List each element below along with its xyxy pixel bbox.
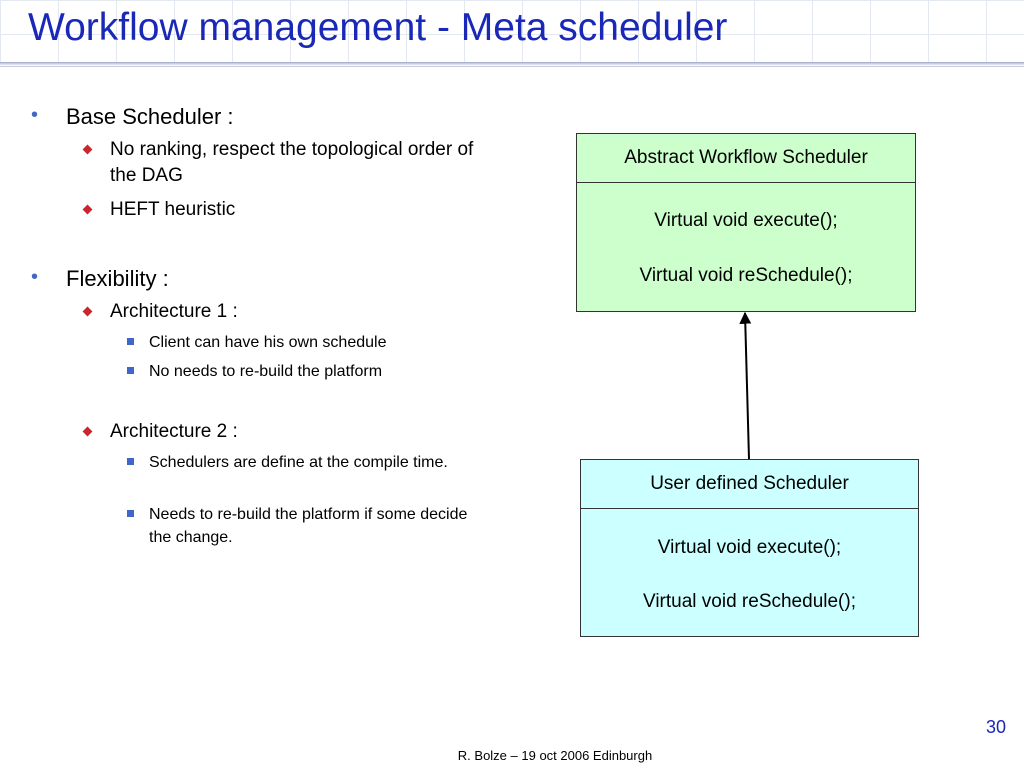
item-client-schedule: Client can have his own schedule — [149, 334, 387, 351]
abstract-scheduler-class-name: Abstract Workflow Scheduler — [577, 134, 915, 183]
footer-text: R. Bolze – 19 oct 2006 Edinburgh — [457, 748, 653, 763]
header-grid-background — [0, 0, 1024, 62]
item-rebuild-needed: Needs to re-build the platform if some d… — [149, 506, 468, 546]
abstract-method-reschedule: Virtual void reSchedule(); — [639, 265, 853, 286]
sub-bullet-architecture-1: Architecture 1 : — [110, 301, 238, 322]
title-underline-thin — [0, 66, 1024, 67]
abstract-method-execute: Virtual void execute(); — [654, 210, 838, 231]
sub-bullet-no-ranking: No ranking, respect the topological orde… — [110, 139, 474, 186]
title-underline — [0, 62, 1024, 66]
user-method-reschedule: Virtual void reSchedule(); — [643, 591, 856, 612]
bullet-dot-icon: • — [31, 104, 39, 126]
square-bullet-icon — [127, 338, 134, 345]
bullet-list: • Base Scheduler : No ranking, respect t… — [31, 104, 474, 546]
abstract-scheduler-class-box: Abstract Workflow Scheduler Virtual void… — [576, 133, 916, 312]
user-method-execute: Virtual void execute(); — [657, 537, 842, 558]
item-compile-time: Schedulers are define at the compile tim… — [149, 454, 448, 471]
page-number: 30 — [985, 717, 1006, 737]
sub-bullet-heft: HEFT heuristic — [110, 199, 236, 220]
bullet-base-scheduler: Base Scheduler : — [66, 104, 234, 129]
user-scheduler-class-name: User defined Scheduler — [581, 460, 918, 509]
square-bullet-icon — [127, 510, 134, 517]
sub-bullet-architecture-2: Architecture 2 : — [110, 421, 238, 442]
user-scheduler-class-box: User defined Scheduler Virtual void exec… — [580, 459, 919, 637]
square-bullet-icon — [127, 458, 134, 465]
slide-title: Workflow management - Meta scheduler — [28, 6, 728, 49]
footer: R. Bolze – 19 oct 2006 Edinburgh — [0, 748, 1024, 763]
bullet-flexibility: Flexibility : — [66, 266, 169, 291]
square-bullet-icon — [127, 367, 134, 374]
item-no-rebuild: No needs to re-build the platform — [149, 363, 383, 380]
bullet-dot-icon: • — [31, 266, 39, 288]
